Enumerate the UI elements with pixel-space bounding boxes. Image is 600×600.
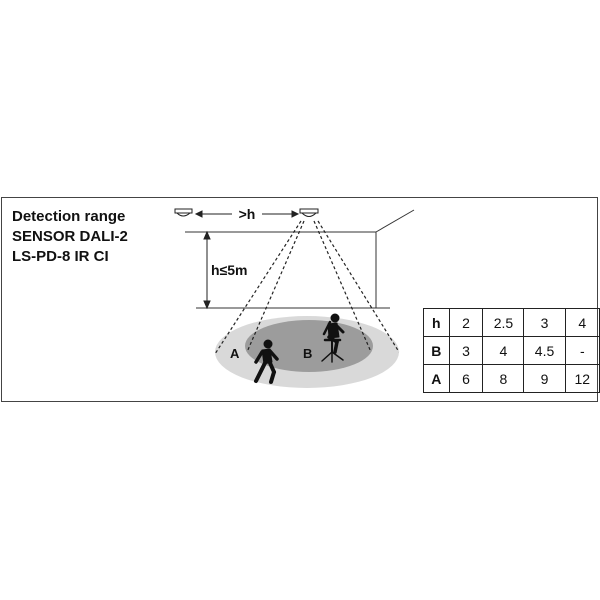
table-cell: 12 <box>564 364 600 393</box>
zone-b-label: B <box>303 346 312 361</box>
walking-person-icon <box>254 339 279 384</box>
title-product-family: SENSOR DALI-2 <box>12 228 128 245</box>
spacing-arrow <box>194 210 300 218</box>
table-cell: - <box>564 336 600 365</box>
height-arrow <box>203 230 211 310</box>
row-header-b: B <box>423 336 450 365</box>
table-cell: 3 <box>523 308 566 337</box>
room-outline <box>185 209 415 309</box>
table-cell: 8 <box>482 364 525 393</box>
diagram-frame <box>1 197 598 402</box>
title-detection-range: Detection range <box>12 208 126 225</box>
spacing-label: >h <box>239 206 256 222</box>
row-header-a: A <box>423 364 450 393</box>
title-model: LS-PD-8 IR CI <box>12 248 109 265</box>
seated-person-icon <box>321 313 345 363</box>
table-cell: 9 <box>523 364 566 393</box>
row-header-h: h <box>423 308 450 337</box>
table-cell: 3 <box>448 336 484 365</box>
table-cell: 4.5 <box>523 336 566 365</box>
table-cell: 2.5 <box>482 308 525 337</box>
sensor-right-icon <box>299 208 319 217</box>
table-cell: 6 <box>448 364 484 393</box>
sensor-left-icon <box>174 208 193 217</box>
title-block: Detection range SENSOR DALI-2 LS-PD-8 IR… <box>12 207 128 267</box>
table-cell: 2 <box>448 308 484 337</box>
detection-cone-lines <box>214 220 400 355</box>
table-cell: 4 <box>564 308 600 337</box>
table-cell: 4 <box>482 336 525 365</box>
height-label: h≤5m <box>211 262 247 278</box>
zone-a-label: A <box>230 346 240 361</box>
